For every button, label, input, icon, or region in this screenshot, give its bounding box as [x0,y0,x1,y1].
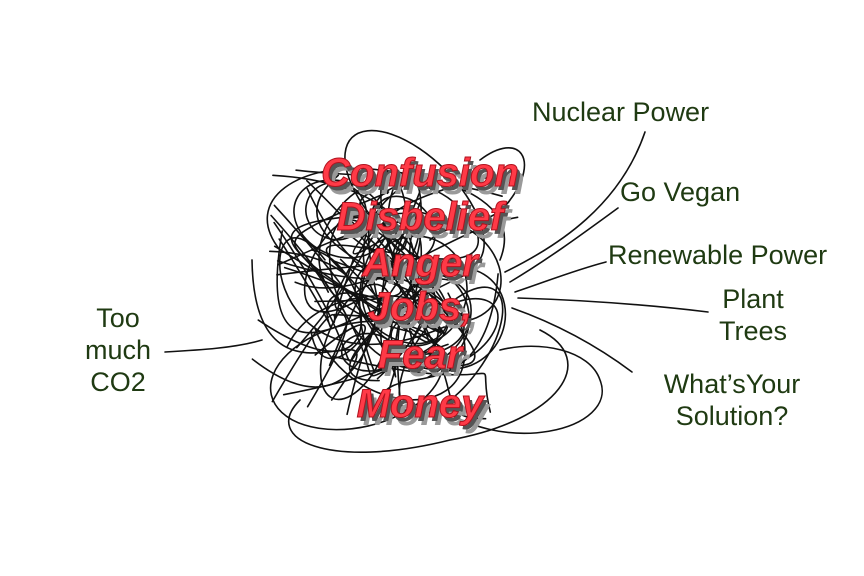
scribble-stroke [313,292,466,401]
scribble-loop [391,219,502,323]
solution-renewable-power: Renewable Power [608,240,828,270]
scribble-loop [293,179,388,259]
solution-line: Trees [718,316,787,346]
emotion-fear: Fear [377,333,463,377]
scribble-loop [340,332,396,372]
scribble-loop [408,267,507,370]
scribble-stroke [306,179,487,420]
scribble-loop [354,260,449,345]
solution-go-vegan: Go Vegan [620,177,741,207]
scribble-loop [319,283,394,401]
solution-line: Plant [722,284,784,314]
scribble-stroke [318,183,413,333]
scribble-stroke [420,269,476,367]
problem-line: CO2 [90,367,146,397]
connector-lines [164,131,709,373]
emotion-jobs: Jobs, [367,285,473,329]
scribble-stroke [278,238,390,330]
solution-plant-trees: Plant Trees [706,283,800,347]
scribble-stroke [429,147,526,241]
emotion-disbelief: Disbelief [336,195,504,239]
scribble-loop [409,297,499,371]
connector-go-vegan [509,207,619,283]
scribble-stroke [251,259,358,401]
connector-your-solution [511,307,633,373]
scribble-loop [371,195,436,260]
connector-nuclear-power [504,131,646,273]
scribble-loop [386,170,422,266]
scribble-stroke [310,324,366,360]
scribble-loop [390,308,465,356]
connector-plant-trees [517,297,709,313]
scribble-loop [380,278,472,370]
problem-label: Too much CO2 [82,302,154,398]
problem-line: much [84,335,152,365]
scribble-stroke [290,212,442,348]
scribble-stroke [251,274,386,388]
scribble-stroke [359,190,428,380]
solution-line: What’sYour [663,369,801,399]
scribble-loop [328,211,440,367]
connector-renewable-power [514,261,607,293]
scribble-stroke [294,191,390,293]
scribble-stroke [314,174,402,303]
scribble-loop [269,320,444,431]
scribble-stroke [266,167,506,261]
solution-line: Solution? [675,401,789,431]
connector-co2 [164,339,263,353]
scribble-stroke [429,345,603,435]
solution-nuclear-power: Nuclear Power [532,97,710,127]
scribble-tangle [251,129,603,453]
scribble-loop [361,235,468,347]
emotion-money: Money [356,382,484,426]
scribble-stroke [271,259,354,403]
emotion-confusion: Confusion [321,151,520,195]
scribble-stroke [378,273,499,404]
scribble-stroke [287,329,569,453]
solution-your-solution: What’sYour Solution? [652,368,812,432]
problem-line: Too [96,303,140,333]
scribble-loop [305,181,367,241]
scribble-loop [344,129,485,271]
emotion-anger: Anger [362,241,479,285]
scribble-stroke [278,237,445,345]
